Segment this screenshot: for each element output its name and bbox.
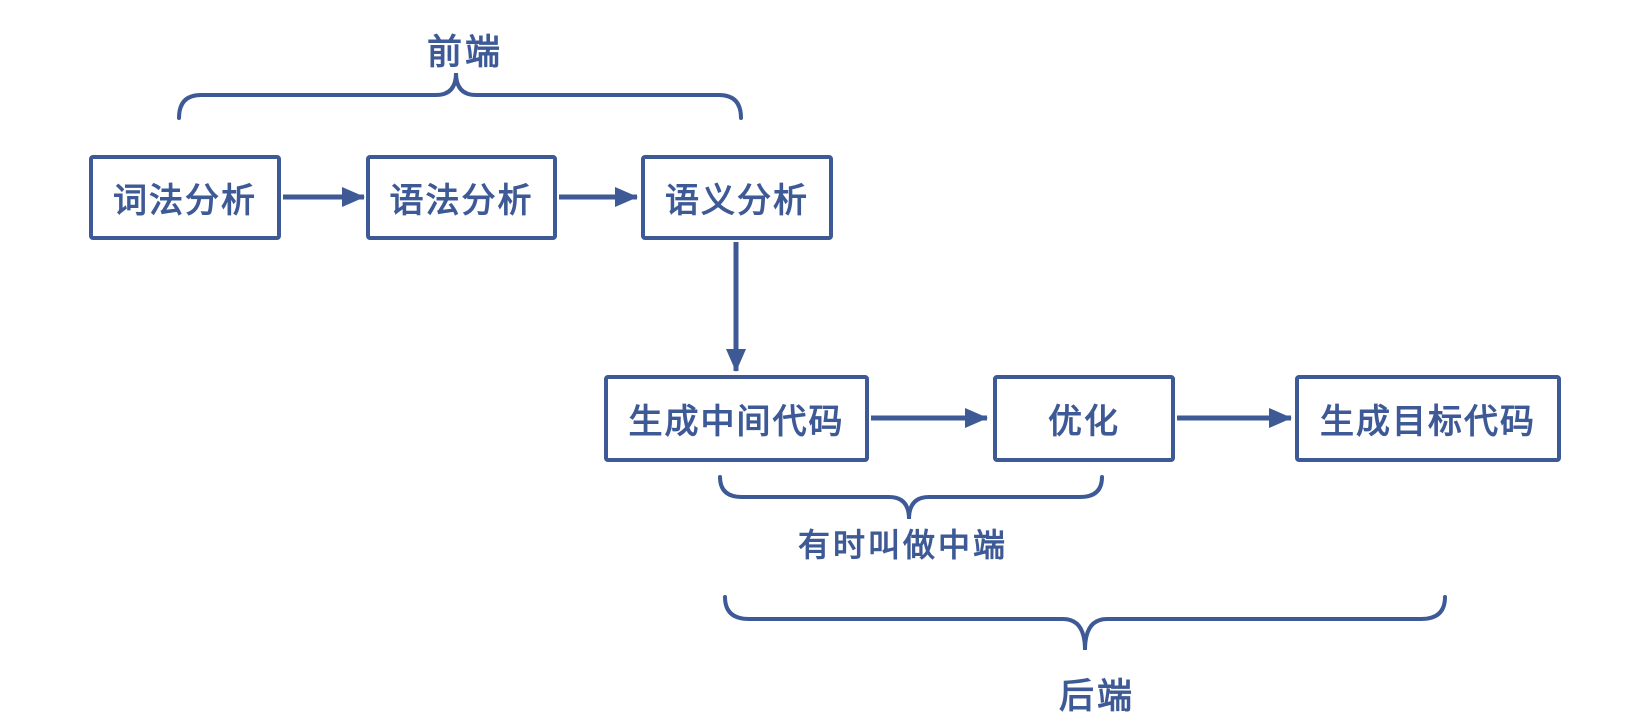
node-generate-intermediate-code: 生成中间代码 <box>604 375 869 462</box>
back-end-brace-icon <box>723 595 1447 651</box>
front-end-brace-icon <box>177 72 743 120</box>
node-lexical-analysis: 词法分析 <box>89 155 281 240</box>
group-label-front-end: 前端 <box>426 33 503 72</box>
group-label-middle-end: 有时叫做中端 <box>797 527 1008 563</box>
group-label-back-end: 后端 <box>1058 677 1135 716</box>
node-syntax-analysis: 语法分析 <box>366 155 557 240</box>
node-generate-target-code: 生成目标代码 <box>1295 375 1561 462</box>
node-semantic-analysis: 语义分析 <box>641 155 833 240</box>
node-optimization: 优化 <box>993 375 1175 462</box>
middle-end-brace-icon <box>718 475 1104 520</box>
